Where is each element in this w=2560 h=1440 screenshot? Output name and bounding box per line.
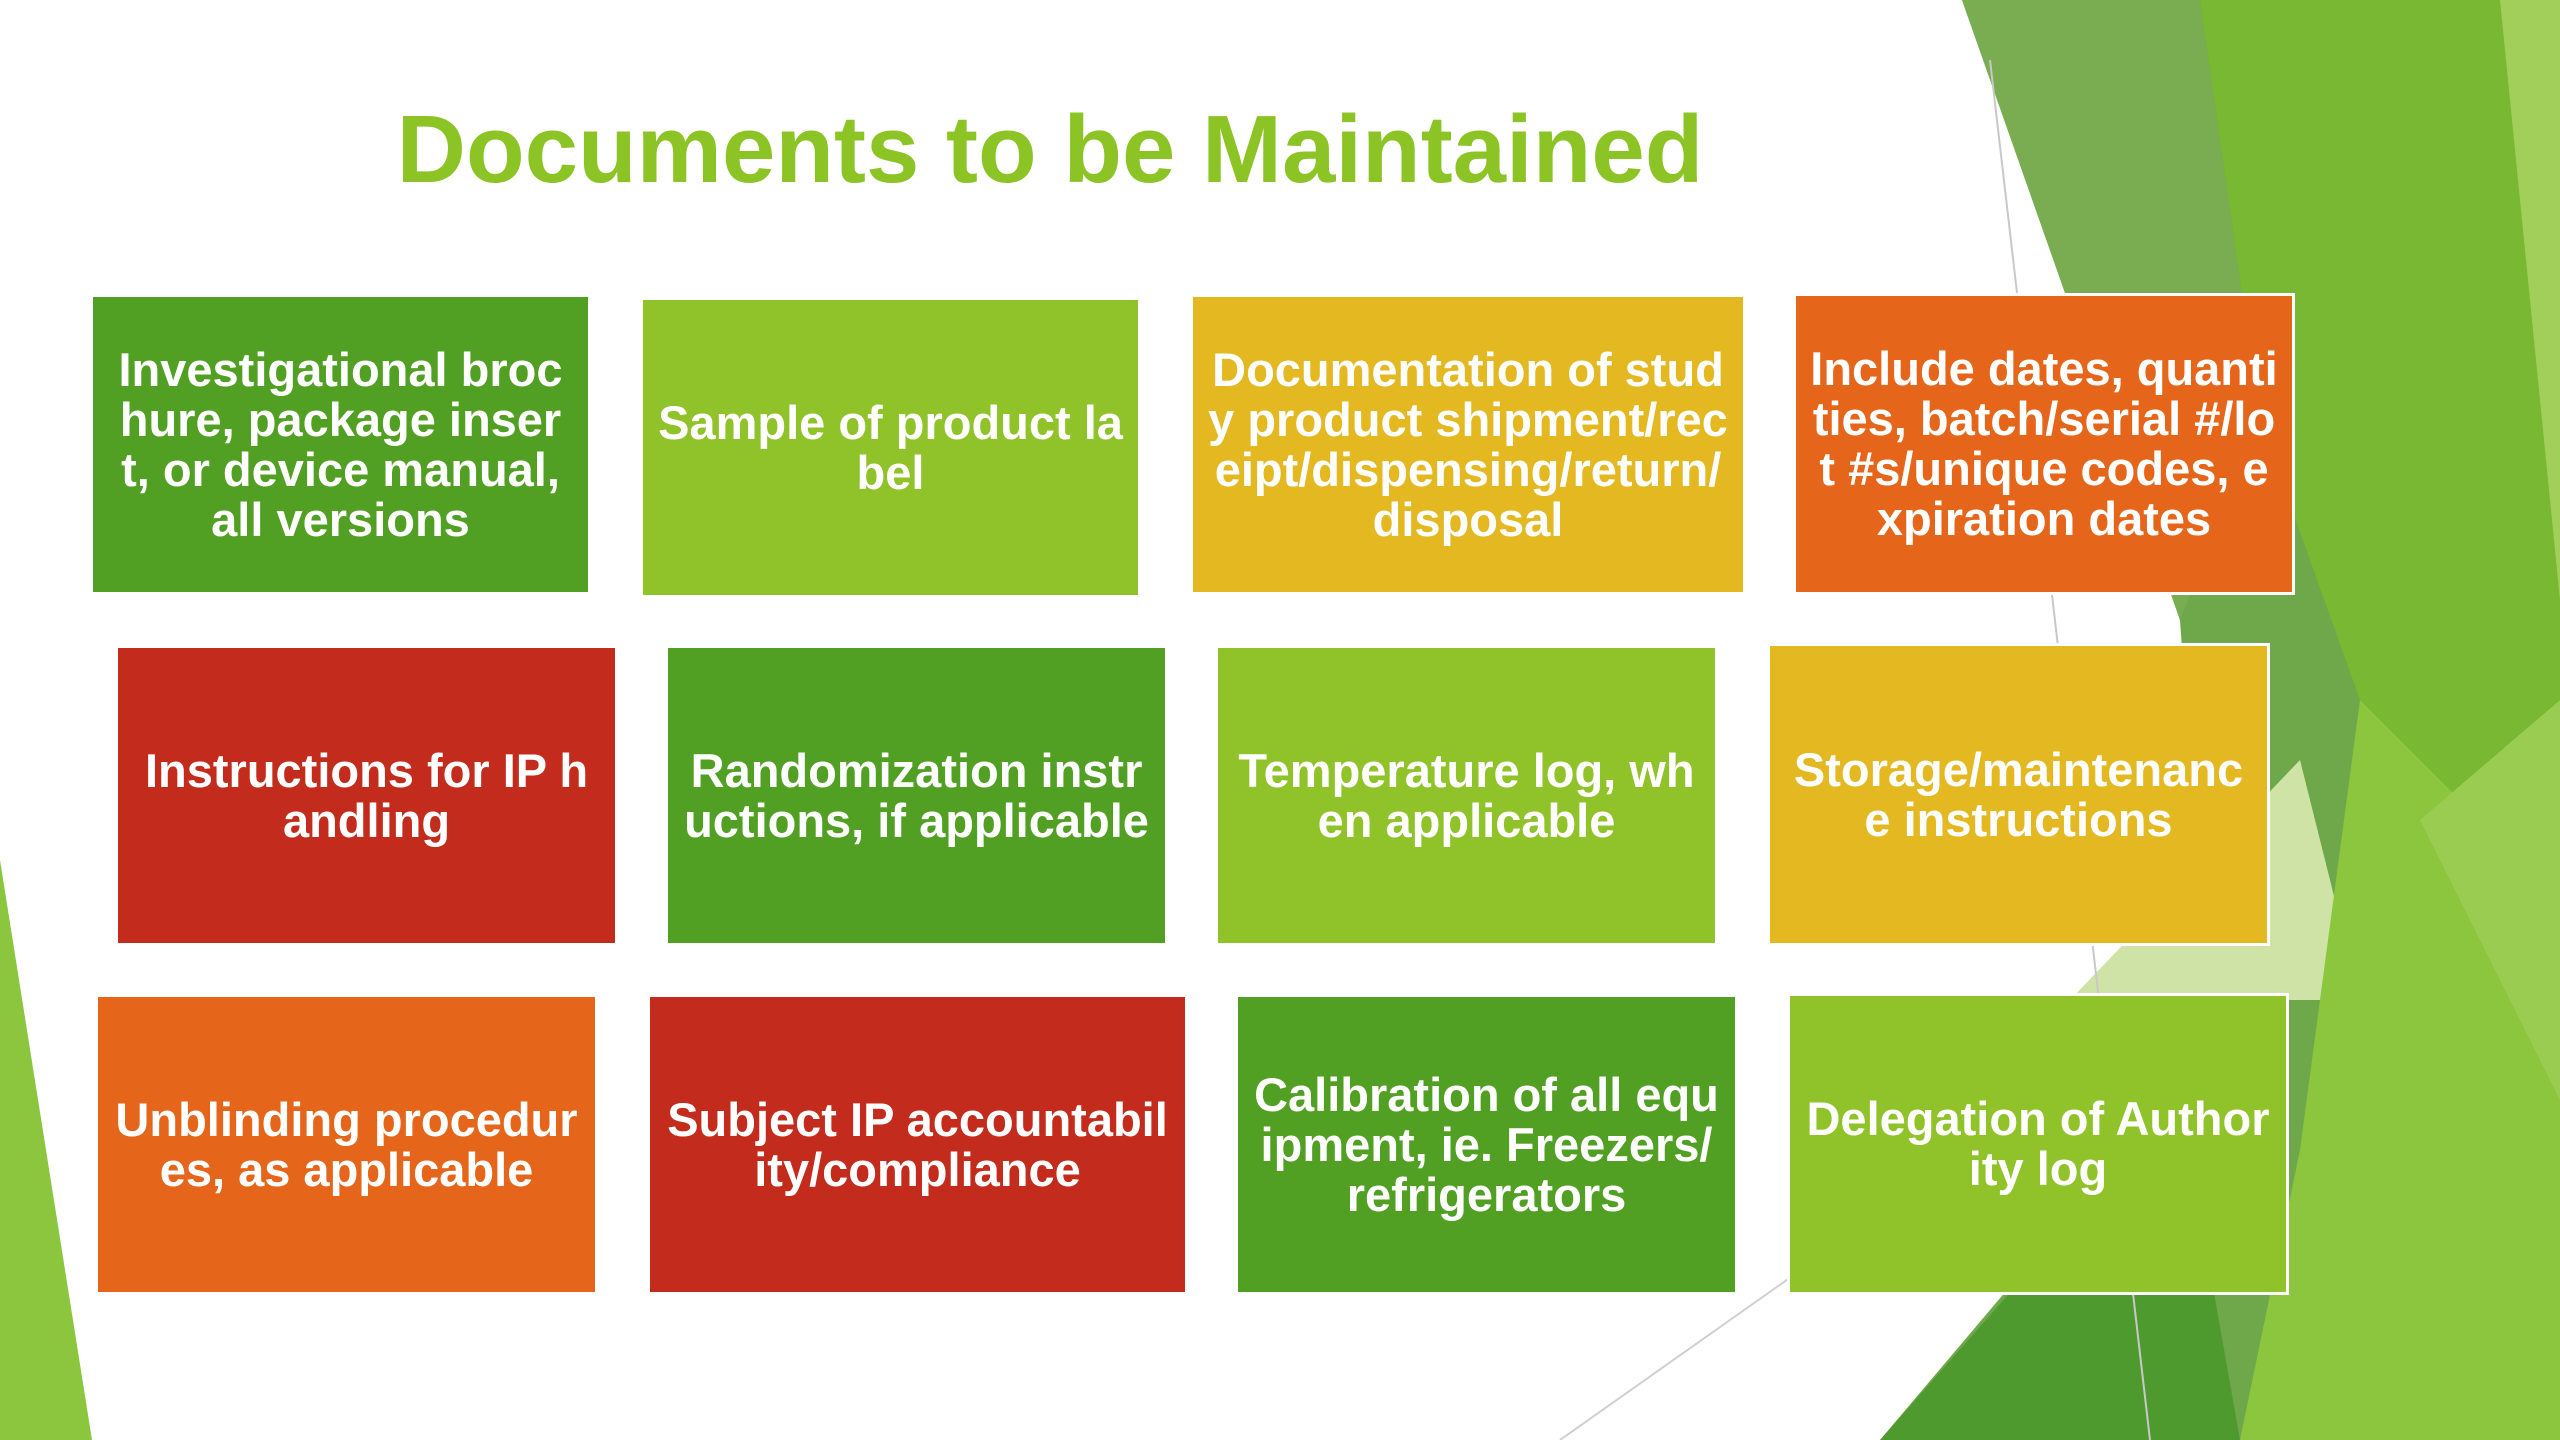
- doc-box-investigational-brochure: Investigational brochure, package insert…: [93, 297, 588, 592]
- doc-box-label: Documentation of study product shipment/…: [1207, 345, 1729, 545]
- doc-box-unblinding: Unblinding procedures, as applicable: [98, 997, 595, 1292]
- doc-box-temperature-log: Temperature log, when applicable: [1218, 648, 1715, 943]
- left-green-sliver: [0, 860, 92, 1440]
- doc-box-label: Investigational brochure, package insert…: [107, 345, 574, 545]
- doc-box-study-product-documentation: Documentation of study product shipment/…: [1193, 297, 1743, 592]
- doc-box-label: Include dates, quantities, batch/serial …: [1810, 344, 2278, 544]
- doc-box-dates-quantities: Include dates, quantities, batch/serial …: [1793, 293, 2295, 595]
- doc-box-label: Randomization instructions, if applicabl…: [682, 746, 1151, 846]
- doc-box-label: Subject IP accountability/compliance: [664, 1095, 1171, 1195]
- doc-box-sample-product-label: Sample of product label: [643, 300, 1138, 595]
- doc-box-label: Sample of product label: [657, 398, 1124, 498]
- doc-box-label: Storage/maintenance instructions: [1784, 745, 2253, 845]
- doc-box-storage-maintenance: Storage/maintenance instructions: [1767, 643, 2270, 946]
- doc-box-ip-handling: Instructions for IP handling: [118, 648, 615, 943]
- doc-box-randomization: Randomization instructions, if applicabl…: [668, 648, 1165, 943]
- doc-box-calibration: Calibration of all equipment, ie. Freeze…: [1238, 997, 1735, 1292]
- doc-box-label: Unblinding procedures, as applicable: [112, 1095, 581, 1195]
- doc-box-delegation-log: Delegation of Authority log: [1787, 993, 2289, 1295]
- doc-box-subject-ip-accountability: Subject IP accountability/compliance: [650, 997, 1185, 1292]
- doc-box-label: Calibration of all equipment, ie. Freeze…: [1252, 1070, 1721, 1220]
- doc-box-label: Delegation of Authority log: [1804, 1094, 2272, 1194]
- slide-title: Documents to be Maintained: [300, 95, 1800, 205]
- doc-box-label: Temperature log, when applicable: [1232, 746, 1701, 846]
- doc-box-label: Instructions for IP handling: [132, 746, 601, 846]
